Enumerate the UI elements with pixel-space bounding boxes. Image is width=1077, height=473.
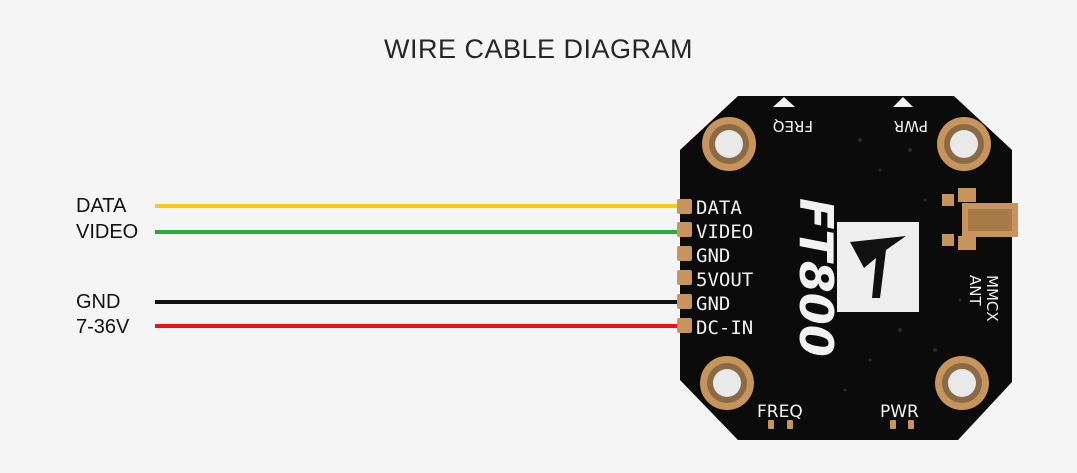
wire-label-video: VIDEO	[76, 221, 139, 243]
freq-arrow-icon	[773, 97, 795, 107]
wire-label-power: 7-36V	[76, 316, 130, 338]
pad-label-video: VIDEO	[696, 221, 753, 243]
pad-label-5vout: 5VOUT	[696, 269, 753, 291]
bottom-label-freq: FREQ	[757, 402, 803, 422]
mounting-hole-top-left	[702, 117, 756, 171]
bottom-label-pwr: PWR	[880, 402, 919, 422]
wire-label-gnd: GND	[76, 291, 121, 313]
pad-dc-in	[677, 318, 692, 333]
pad-video	[677, 222, 692, 237]
pwr-button-contact-2	[908, 420, 914, 429]
mmcx-connector	[942, 188, 1018, 250]
antenna-label-line-2: ANT	[966, 275, 984, 306]
mounting-hole-bottom-right	[935, 356, 989, 410]
pad-label-gnd-2: GND	[696, 293, 730, 315]
pwr-button-contact-1	[890, 420, 896, 429]
pwr-arrow-icon	[893, 97, 913, 107]
wire-gnd	[155, 300, 679, 304]
freq-button-contact-2	[787, 420, 793, 429]
mounting-hole-top-right	[937, 117, 991, 171]
wire-label-data: DATA	[76, 195, 127, 217]
pad-gnd-1	[677, 246, 692, 261]
antenna-label-line-1: MMCX	[983, 275, 1001, 322]
pad-5vout	[677, 270, 692, 285]
wire-video	[155, 230, 679, 234]
pad-label-dc-in: DC-IN	[696, 317, 753, 339]
top-label-freq: FREQ	[773, 117, 813, 135]
freq-button-contact-1	[768, 420, 774, 429]
pad-label-data: DATA	[696, 197, 742, 219]
pad-data	[677, 199, 692, 214]
diagram-title: WIRE CABLE DIAGRAM	[383, 34, 694, 64]
brand-text: FT800	[789, 198, 843, 357]
brand-logo-icon	[837, 222, 919, 312]
mounting-hole-bottom-left	[700, 356, 754, 410]
top-label-pwr: PWR	[894, 117, 928, 135]
wire-data	[155, 204, 679, 208]
wire-power	[155, 324, 679, 328]
pad-label-gnd-1: GND	[696, 245, 730, 267]
pad-gnd-2	[677, 294, 692, 309]
